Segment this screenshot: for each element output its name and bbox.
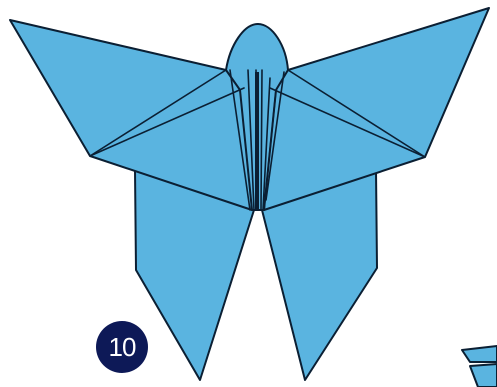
left-fore-wing — [10, 20, 252, 210]
step-number: 10 — [109, 332, 136, 363]
step-number-badge: 10 — [96, 321, 148, 373]
body-pleat-line — [261, 70, 262, 210]
body-spine — [255, 72, 259, 210]
partial-blue-arrow-icon — [462, 346, 497, 387]
